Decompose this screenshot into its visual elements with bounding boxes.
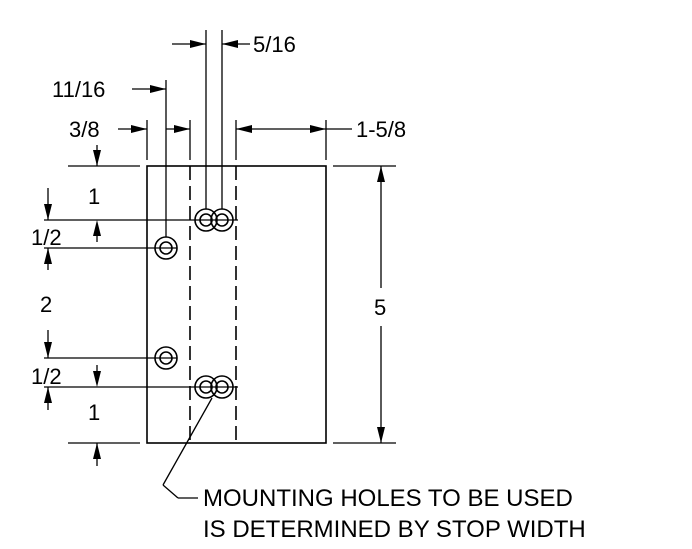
dim-3-8: 3/8 [69, 117, 191, 160]
label-top-1-2: 1/2 [31, 225, 62, 250]
dim-5-16: 5/16 [172, 32, 296, 57]
label-5-16: 5/16 [253, 32, 296, 57]
label-11-16: 11/16 [52, 77, 105, 102]
label-overall-5: 5 [374, 295, 386, 320]
label-1-5-8: 1-5/8 [356, 117, 406, 142]
note-leader [162, 397, 213, 499]
label-3-8: 3/8 [69, 117, 100, 142]
label-mid-2: 2 [40, 292, 52, 317]
dim-1-5-8: 1-5/8 [235, 117, 406, 160]
label-top-1: 1 [88, 184, 100, 209]
dim-left-chain: 1 1/2 2 1/2 1 [31, 145, 101, 466]
label-bottom-1: 1 [88, 400, 100, 425]
note-line-1: MOUNTING HOLES TO BE USED [203, 485, 573, 512]
note-line-2: IS DETERMINED BY STOP WIDTH [203, 516, 586, 543]
label-bottom-1-2: 1/2 [31, 364, 62, 389]
dim-11-16: 11/16 [52, 77, 166, 102]
dim-overall-5: 5 [374, 166, 386, 443]
